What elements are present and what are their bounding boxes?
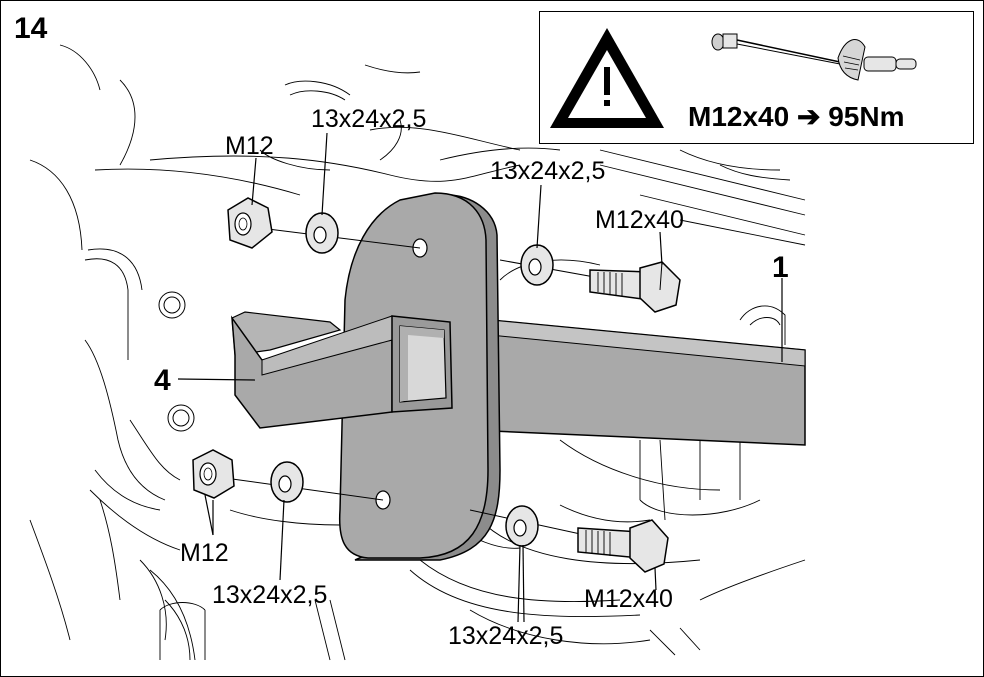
label-washer-bottom-left: 13x24x2,5: [212, 581, 328, 609]
washer-top-right: [520, 244, 554, 286]
washer-bottom-left: [270, 461, 304, 503]
label-washer-top-right: 13x24x2,5: [490, 157, 606, 185]
torque-wrench-icon: [711, 33, 917, 81]
label-nut-top: M12: [225, 132, 274, 160]
nut-bottom: [192, 449, 235, 499]
chassis-background-lines: [29, 44, 806, 661]
bolt-top: [589, 261, 681, 313]
bolt-axis-lines: [224, 227, 601, 536]
label-part-1: 1: [772, 251, 789, 284]
step-number: 14: [14, 12, 48, 45]
bolt-bottom: [577, 519, 669, 573]
label-part-4: 4: [154, 364, 171, 397]
torque-warning-box: M12x40 ➔ 95Nm: [539, 11, 974, 144]
label-bolt-bottom: M12x40: [584, 585, 673, 613]
crossbar-part-1: [469, 317, 806, 446]
label-nut-bottom: M12: [180, 539, 229, 567]
warning-triangle-icon: [550, 28, 664, 128]
label-washer-top-left: 13x24x2,5: [311, 105, 427, 133]
washer-top-left: [305, 212, 339, 254]
label-washer-bottom-right: 13x24x2,5: [448, 622, 564, 650]
torque-spec-text: M12x40 ➔ 95Nm: [688, 101, 905, 132]
bracket-part-4: [231, 311, 453, 429]
leader-lines: [177, 132, 783, 623]
label-bolt-top: M12x40: [595, 206, 684, 234]
washer-bottom-right: [505, 505, 539, 547]
body-hole-upper: [158, 291, 186, 319]
nut-top: [227, 197, 273, 249]
body-hole-lower: [167, 404, 195, 432]
